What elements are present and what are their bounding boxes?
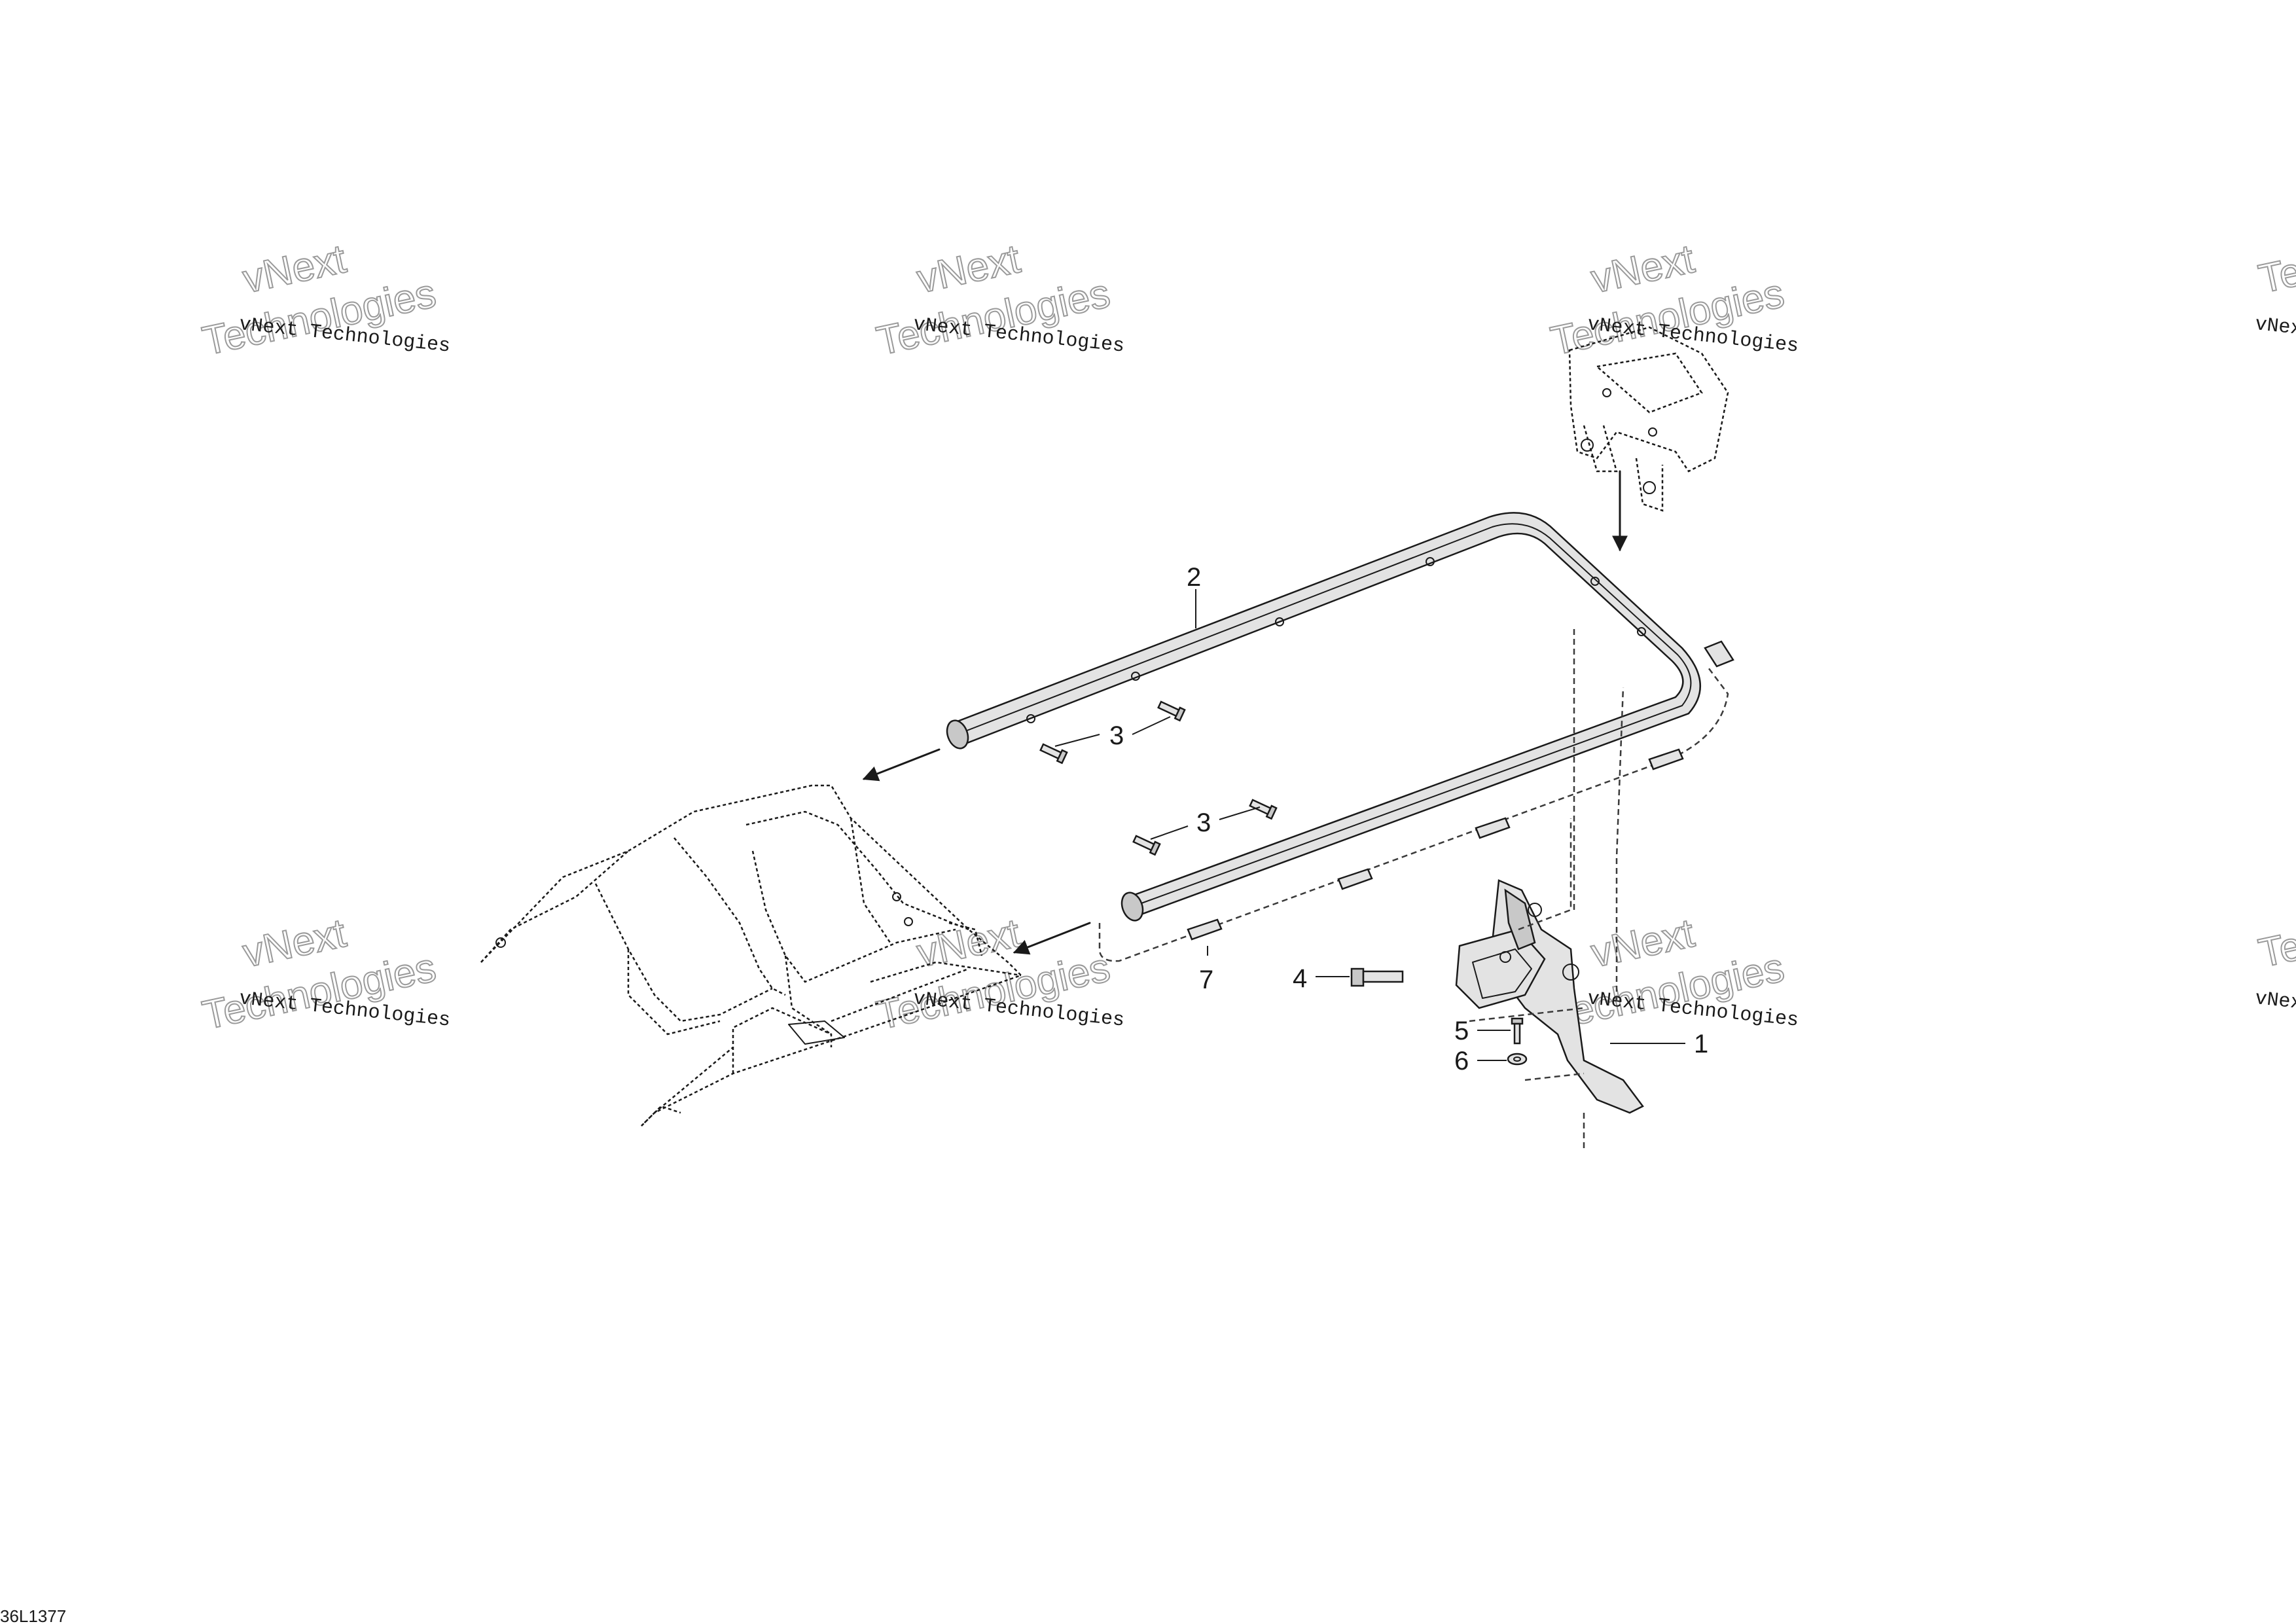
callout-label-7: 7 (1199, 965, 1213, 994)
watermark: vNext Technologies vNext Technologies (198, 910, 452, 1039)
figure-id: 36L1377 (0, 1606, 66, 1624)
part-5-screw (1511, 1017, 1524, 1045)
watermark: Technologies vNext Technologies (2254, 882, 2296, 1032)
rear-bracket-reference (1568, 326, 1729, 552)
watermark: vNext Technologies vNext Technologies (198, 236, 452, 365)
part-4-bolt (1350, 967, 1404, 987)
part-1-bracket (1455, 628, 1644, 1152)
assembly-arrow (862, 748, 941, 782)
assembly-arrow (1013, 922, 1091, 955)
callout-label-4: 4 (1293, 964, 1307, 993)
watermark-small: vNext Technologies (2254, 314, 2296, 358)
tunnel-body-reference (480, 784, 1023, 1127)
part-6-washer (1507, 1053, 1528, 1066)
callout-label-3a: 3 (1109, 721, 1124, 750)
callout-label-6: 6 (1454, 1047, 1469, 1075)
watermark: vNext Technologies vNext Technologies (1547, 910, 1800, 1039)
watermark: vNext Technologies vNext Technologies (1547, 236, 1800, 365)
watermark: Technologies vNext Technologies (2254, 208, 2296, 358)
watermark: vNext Technologies vNext Technologies (872, 236, 1126, 365)
watermark-big-2: Technologies (2255, 883, 2296, 977)
watermark-big-2: Technologies (2255, 209, 2296, 302)
watermark: vNext Technologies vNext Technologies (872, 910, 1126, 1039)
part-3-screws (1039, 700, 1278, 856)
callout-label-1: 1 (1694, 1030, 1708, 1058)
callouts: 2 3 3 7 4 5 6 1 (1054, 563, 1708, 1075)
part-7-spacers (1098, 640, 1734, 962)
callout-label-3b: 3 (1196, 808, 1211, 837)
callout-label-5: 5 (1454, 1017, 1469, 1045)
part-2-rail (946, 512, 1701, 922)
watermark-small: vNext Technologies (2254, 988, 2296, 1032)
callout-label-2: 2 (1187, 563, 1201, 592)
